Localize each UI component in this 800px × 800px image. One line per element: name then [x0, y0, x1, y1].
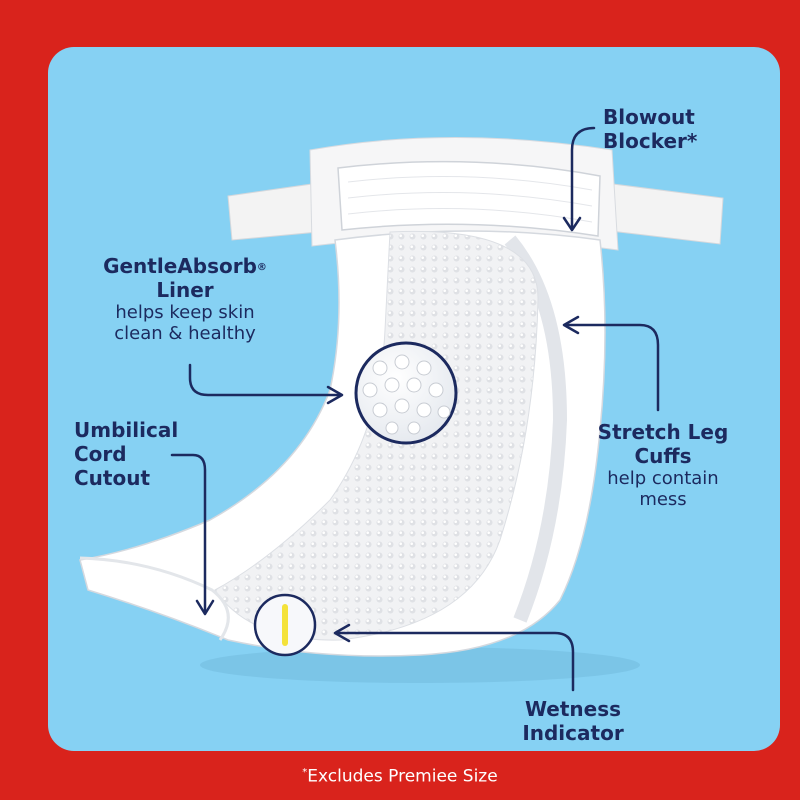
absorbent-liner	[214, 230, 539, 641]
callout-description: helps keep skin	[115, 302, 255, 323]
callout-heading: Cutout	[74, 466, 151, 490]
footnote-text: Excludes Premiee Size	[307, 766, 498, 787]
wetness-magnifier	[253, 593, 317, 657]
callout-description: clean & healthy	[114, 323, 256, 344]
blowout-blocker-callout: Blowout Blocker*	[603, 105, 697, 153]
callout-heading: Blowout	[603, 105, 695, 129]
liner-magnifier	[354, 341, 458, 445]
footnote: *Excludes Premiee Size	[0, 762, 800, 788]
stretch-leg-cuffs-callout: Stretch Leg Cuffs help contain mess	[560, 420, 766, 510]
callout-arrows	[170, 126, 660, 692]
gentleabsorb-callout: GentleAbsorb® Liner helps keep skin clea…	[0, 254, 370, 344]
wetness-indicator-callout: Wetness Indicator	[510, 697, 636, 745]
umbilical-cutout-callout: Umbilical Cord Cutout	[74, 418, 178, 490]
footnote-mark: *	[302, 767, 308, 778]
callout-description: help contain	[607, 468, 719, 489]
callout-description: mess	[639, 489, 687, 510]
callout-heading: Cord	[74, 442, 127, 466]
blowout-blocker-band	[337, 160, 601, 237]
callout-heading: GentleAbsorb®	[0, 254, 370, 278]
registered-mark: ®	[256, 262, 267, 273]
callout-heading: Cuffs	[634, 444, 692, 468]
callout-heading: Liner	[156, 278, 214, 302]
callout-heading: Umbilical	[74, 418, 179, 442]
callout-heading: Stretch Leg	[597, 420, 729, 444]
side-tabs	[227, 182, 724, 245]
diaper-shadow	[200, 647, 640, 683]
callout-heading: Wetness	[524, 697, 622, 721]
callout-heading: Indicator	[522, 721, 624, 745]
callout-heading: Blocker*	[603, 129, 698, 153]
callout-heading-text: GentleAbsorb	[103, 254, 257, 278]
